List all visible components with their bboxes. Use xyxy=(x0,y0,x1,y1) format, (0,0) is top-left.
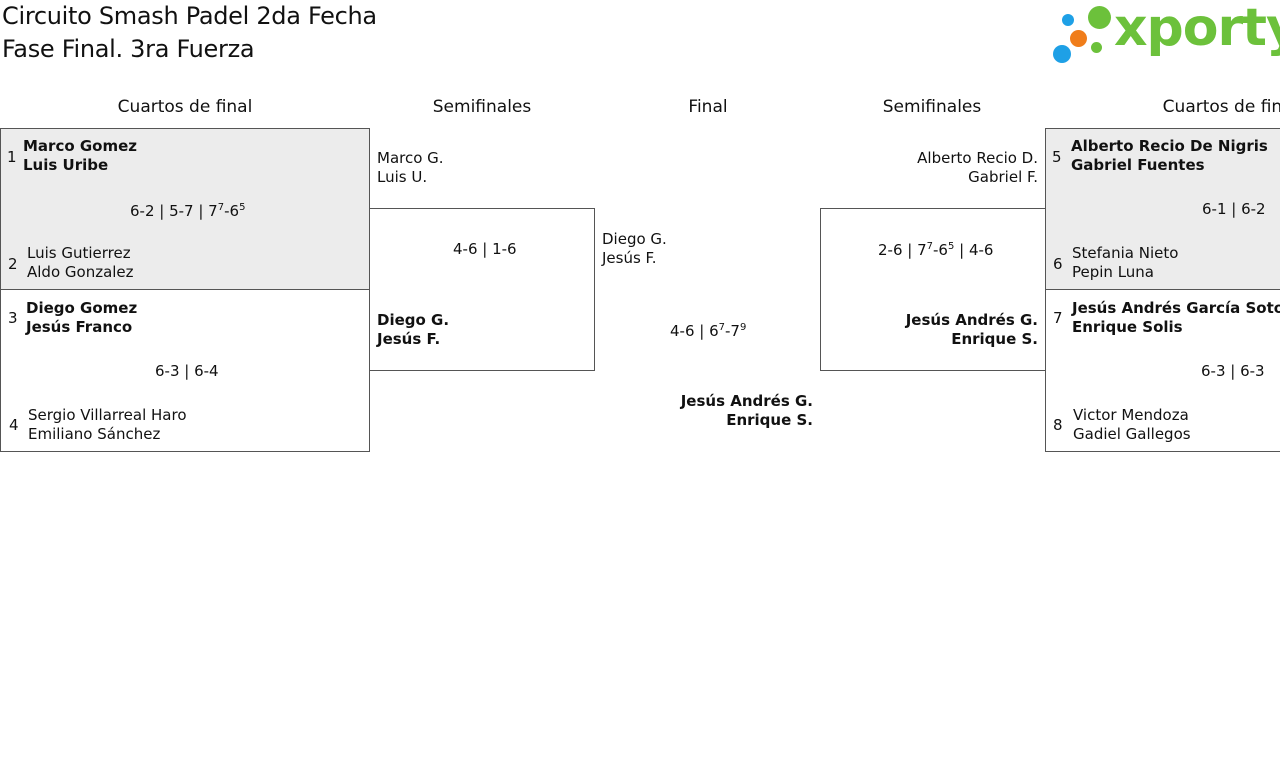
player-name: Jesús F. xyxy=(377,330,441,348)
match-score: 6-3 | 6-4 xyxy=(155,362,219,380)
bracket-connector-sf-right xyxy=(820,208,1046,371)
player-name: Alberto Recio De Nigris xyxy=(1071,137,1268,155)
sf-right-team-b[interactable]: Jesús Andrés G. Enrique S. xyxy=(906,311,1038,349)
player-name: Jesús F. xyxy=(602,249,657,267)
sf-left-team-b[interactable]: Diego G. Jesús F. xyxy=(377,311,449,349)
team-winner: Jesús Andrés García Sotomayor Enrique So… xyxy=(1072,299,1280,337)
player-name: Luis Uribe xyxy=(23,156,109,174)
match-score: 6-2 | 5-7 | 77-65 xyxy=(130,202,246,220)
team-winner: Marco Gomez Luis Uribe xyxy=(23,137,137,175)
player-name: Gabriel F. xyxy=(968,168,1038,186)
player-name: Aldo Gonzalez xyxy=(27,263,134,281)
logo-text: xporty xyxy=(1114,0,1280,58)
player-name: Victor Mendoza xyxy=(1073,406,1189,424)
final-score: 4-6 | 67-79 xyxy=(670,322,747,340)
match-card-qf-3[interactable]: 5 Alberto Recio De Nigris Gabriel Fuente… xyxy=(1045,128,1280,290)
seed-number: 3 xyxy=(8,309,18,327)
seed-number: 4 xyxy=(9,416,19,434)
player-name: Alberto Recio D. xyxy=(917,149,1038,167)
logo-dot-blue xyxy=(1053,45,1071,63)
team-loser: Sergio Villarreal Haro Emiliano Sánchez xyxy=(28,406,187,444)
team-winner: Alberto Recio De Nigris Gabriel Fuentes xyxy=(1071,137,1268,175)
round-header-sf-left: Semifinales xyxy=(432,97,532,117)
player-name: Enrique Solis xyxy=(1072,318,1183,336)
round-header-final: Final xyxy=(688,97,728,117)
page-subtitle: Fase Final. 3ra Fuerza xyxy=(2,35,255,63)
page-title: Circuito Smash Padel 2da Fecha xyxy=(2,2,377,30)
player-name: Jesús Andrés García Sotomayor xyxy=(1072,299,1280,317)
round-header-sf-right: Semifinales xyxy=(882,97,982,117)
sf-left-team-a[interactable]: Marco G. Luis U. xyxy=(377,149,444,187)
xporty-logo[interactable]: xporty xyxy=(1050,0,1280,68)
match-card-qf-2[interactable]: 3 Diego Gomez Jesús Franco 6-3 | 6-4 4 S… xyxy=(0,289,370,452)
player-name: Diego G. xyxy=(602,230,667,248)
team-loser: Victor Mendoza Gadiel Gallegos xyxy=(1073,406,1191,444)
sf-right-score: 2-6 | 77-65 | 4-6 xyxy=(878,241,994,259)
player-name: Stefania Nieto xyxy=(1072,244,1179,262)
bracket-connector-sf-left xyxy=(369,208,595,371)
seed-number: 2 xyxy=(8,255,18,273)
player-name: Enrique S. xyxy=(726,411,813,429)
seed-number: 6 xyxy=(1053,255,1063,273)
logo-dot-green-small xyxy=(1091,42,1102,53)
player-name: Pepin Luna xyxy=(1072,263,1155,281)
player-name: Jesús Andrés G. xyxy=(680,392,813,410)
match-score: 6-1 | 6-2 xyxy=(1202,200,1266,218)
player-name: Emiliano Sánchez xyxy=(28,425,161,443)
seed-number: 7 xyxy=(1053,309,1063,327)
sf-right-team-a[interactable]: Alberto Recio D. Gabriel F. xyxy=(917,149,1038,187)
player-name: Jesús Franco xyxy=(26,318,133,336)
seed-number: 1 xyxy=(7,148,17,166)
logo-dot-orange xyxy=(1070,30,1087,47)
match-score: 6-3 | 6-3 xyxy=(1201,362,1265,380)
logo-dot-green xyxy=(1088,6,1111,29)
player-name: Luis U. xyxy=(377,168,428,186)
seed-number: 8 xyxy=(1053,416,1063,434)
player-name: Jesús Andrés G. xyxy=(905,311,1038,329)
player-name: Diego G. xyxy=(377,311,450,329)
team-loser: Luis Gutierrez Aldo Gonzalez xyxy=(27,244,134,282)
match-card-qf-4[interactable]: 7 Jesús Andrés García Sotomayor Enrique … xyxy=(1045,289,1280,452)
player-name: Enrique S. xyxy=(951,330,1038,348)
player-name: Diego Gomez xyxy=(26,299,138,317)
player-name: Marco G. xyxy=(377,149,444,167)
team-winner: Diego Gomez Jesús Franco xyxy=(26,299,137,337)
final-team-a[interactable]: Diego G. Jesús F. xyxy=(602,230,667,268)
player-name: Sergio Villarreal Haro xyxy=(28,406,187,424)
seed-number: 5 xyxy=(1052,148,1062,166)
match-card-qf-1[interactable]: 1 Marco Gomez Luis Uribe 6-2 | 5-7 | 77-… xyxy=(0,128,370,290)
player-name: Gabriel Fuentes xyxy=(1071,156,1205,174)
player-name: Marco Gomez xyxy=(23,137,138,155)
final-team-b-champion[interactable]: Jesús Andrés G. Enrique S. xyxy=(681,392,813,430)
round-header-qf-left: Cuartos de final xyxy=(117,97,253,117)
team-loser: Stefania Nieto Pepin Luna xyxy=(1072,244,1178,282)
player-name: Gadiel Gallegos xyxy=(1073,425,1191,443)
player-name: Luis Gutierrez xyxy=(27,244,131,262)
sf-left-score: 4-6 | 1-6 xyxy=(453,240,517,258)
logo-dot-blue-small xyxy=(1062,14,1074,26)
round-header-qf-right: Cuartos de final xyxy=(1162,97,1280,117)
